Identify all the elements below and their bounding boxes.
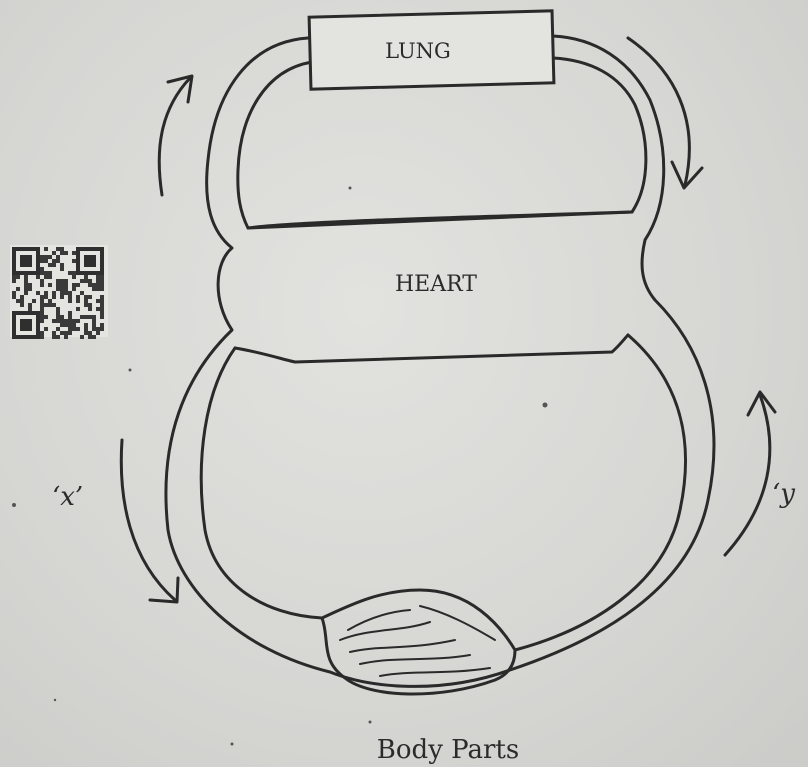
qr-code-image <box>10 245 108 339</box>
capillary-bed <box>322 606 515 694</box>
arrow-down-left-icon <box>121 440 178 602</box>
heart-label: HEART <box>395 272 477 297</box>
arrow-up-left-icon <box>159 76 192 195</box>
arrow-up-right-icon <box>725 392 775 555</box>
heart-bottom-edge <box>235 335 628 362</box>
y-arrow-label: ‘y <box>772 479 795 509</box>
inner-vessel-lower <box>201 335 685 650</box>
body-parts-caption: Body Parts <box>377 735 519 765</box>
x-arrow-label: ‘x’ <box>52 482 83 512</box>
lung-label: LUNG <box>385 39 451 63</box>
lung-box: LUNG <box>309 11 554 89</box>
